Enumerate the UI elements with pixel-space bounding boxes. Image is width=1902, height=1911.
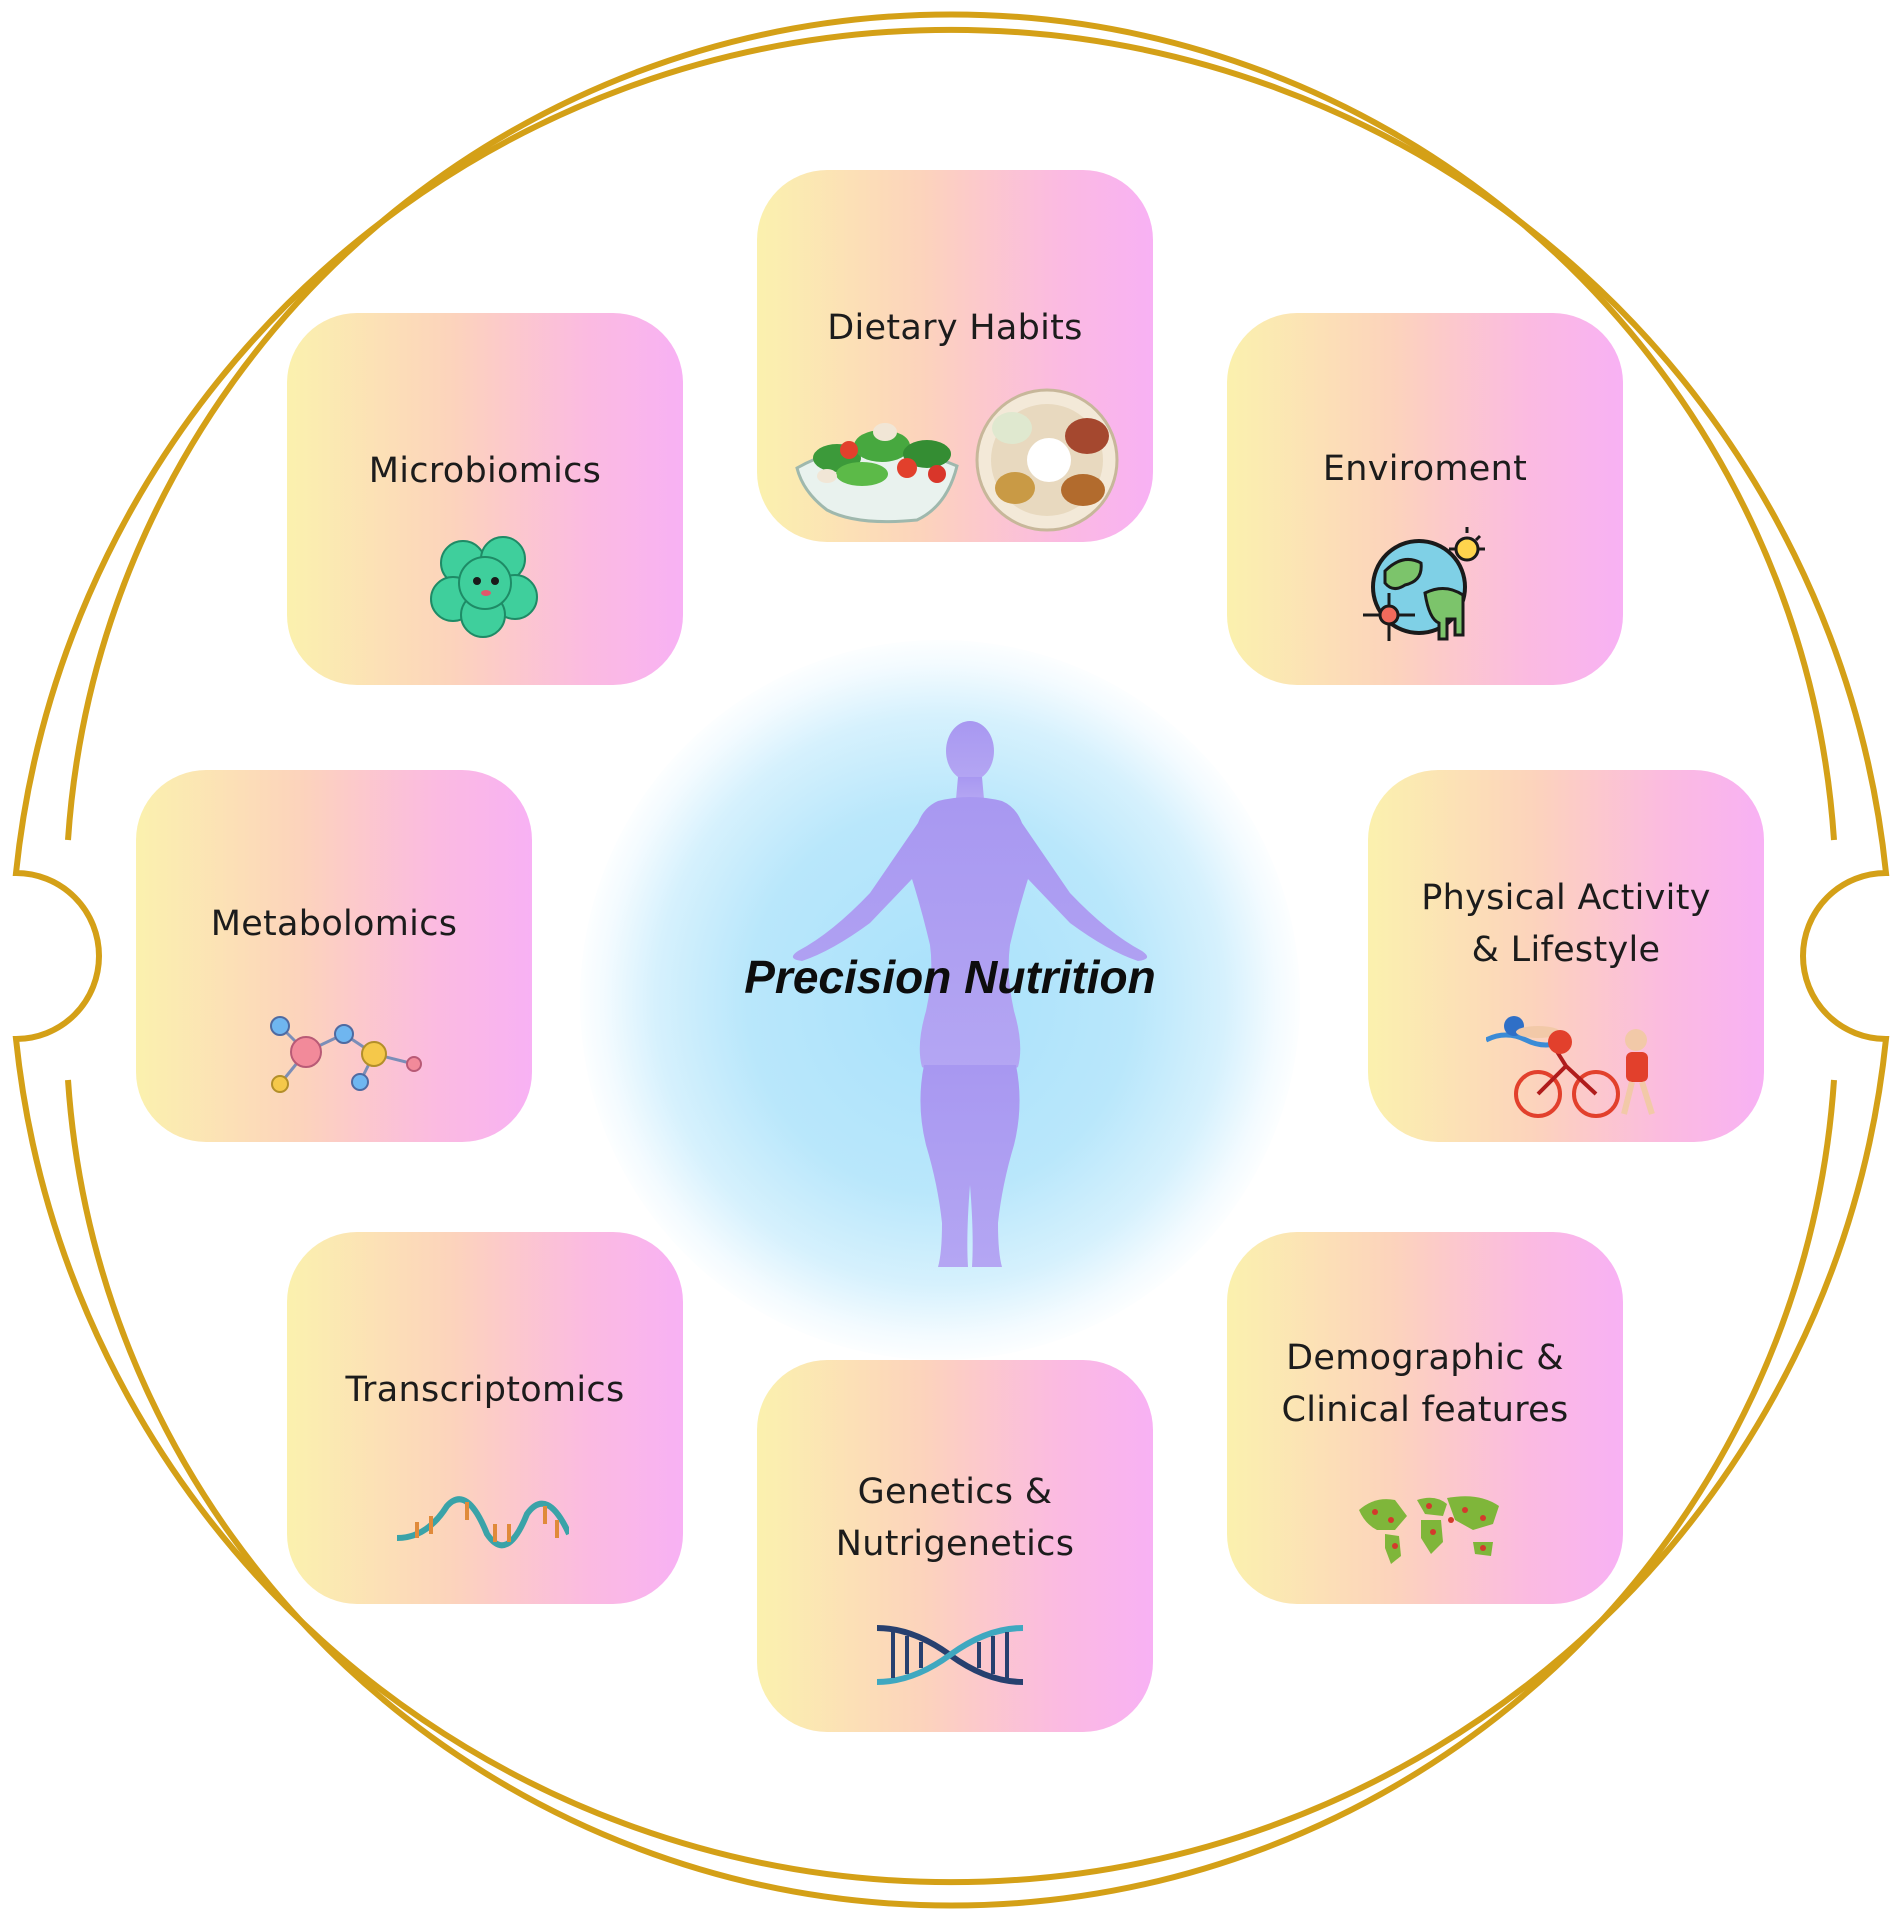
card-label: Demographic & Clinical features — [1281, 1338, 1569, 1430]
card-label: Metabolomics — [210, 904, 458, 944]
card-environment: Enviroment — [1227, 313, 1623, 685]
card-label: Genetics & Nutrigenetics — [835, 1472, 1075, 1564]
inner-ring-top — [65, 11, 1837, 841]
rna-strand-icon — [397, 1496, 569, 1549]
card-genetics-nutrigenetics: Genetics & Nutrigenetics — [757, 1360, 1153, 1732]
card-demographic-clinical-features: Demographic & Clinical features — [1227, 1232, 1623, 1604]
card-physical-activity-lifestyle: Physical Activity & Lifestyle — [1368, 770, 1764, 1142]
card-label: Transcriptomics — [345, 1370, 625, 1410]
card-label: Enviroment — [1322, 449, 1528, 489]
salad-and-plate-icon — [795, 388, 1119, 532]
triathlon-icon — [1486, 1016, 1655, 1118]
card-dietary-habits: Dietary Habits — [757, 170, 1153, 542]
card-transcriptomics: Transcriptomics — [287, 1232, 683, 1604]
earth-climate-icon — [1363, 527, 1485, 641]
world-map-icon — [1359, 1496, 1499, 1564]
microbe-cluster-icon — [430, 536, 538, 638]
outer-ring — [12, 26, 1890, 1886]
inner-ring-bottom — [65, 1079, 1837, 1909]
card-metabolomics: Metabolomics — [136, 770, 532, 1142]
card-label: Microbiomics — [368, 451, 602, 491]
center-title: Precision Nutrition — [744, 951, 1156, 1003]
dna-helix-icon — [876, 1625, 1024, 1685]
molecule-icon — [270, 1016, 422, 1093]
human-silhouette-icon — [792, 721, 1148, 1267]
card-microbiomics: Microbiomics — [287, 313, 683, 685]
card-label: Physical Activity & Lifestyle — [1421, 878, 1711, 970]
card-label: Dietary Habits — [827, 308, 1083, 348]
